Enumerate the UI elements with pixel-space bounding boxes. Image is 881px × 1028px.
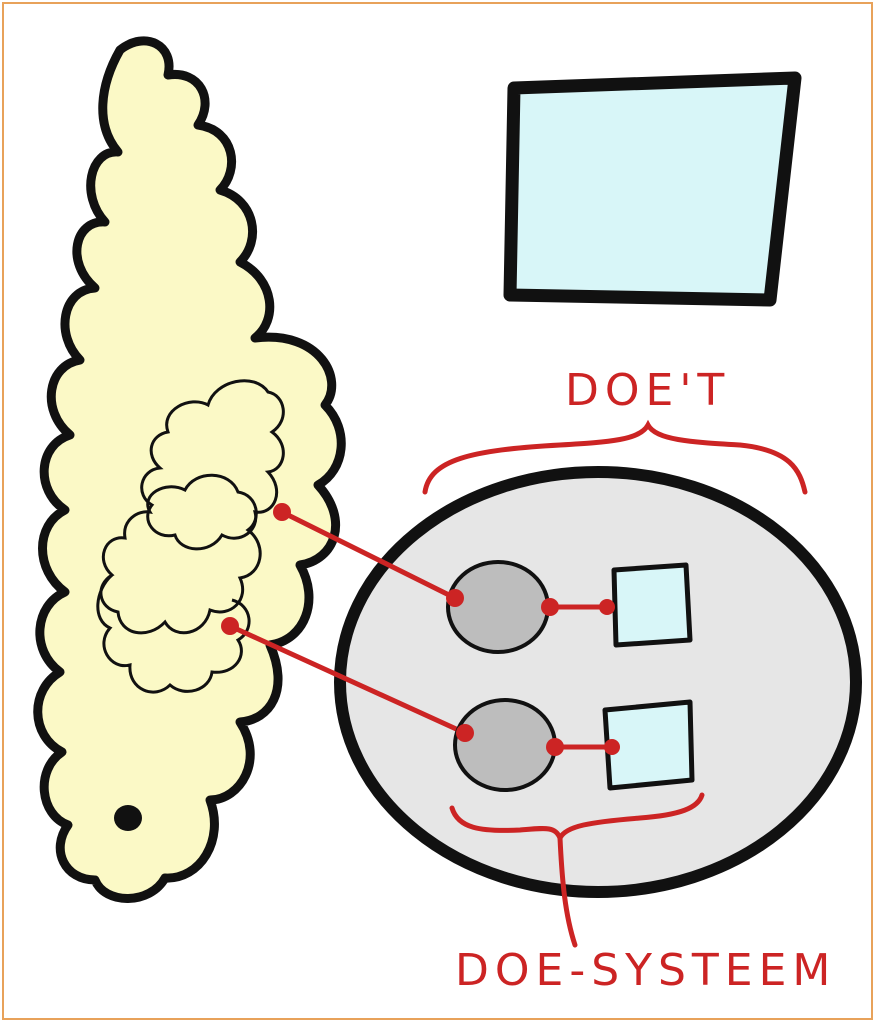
node-lower-screen	[602, 699, 695, 791]
large-cloud-outline	[33, 36, 346, 903]
node-lower	[453, 698, 695, 792]
bottom-brace-stem	[557, 835, 578, 948]
dot-6	[599, 599, 615, 615]
thought-cloud-middle	[99, 473, 262, 635]
top-brace	[422, 419, 808, 495]
top-right-screen	[503, 71, 802, 307]
connection-line-1	[279, 509, 458, 601]
screen-outline	[503, 71, 802, 307]
label-doe-systeem: DOE-SYSTEEM	[455, 945, 836, 996]
top-brace-path	[422, 419, 808, 495]
thought-cloud-lower	[96, 573, 251, 694]
connection-line-2	[227, 623, 468, 736]
dot-7	[546, 738, 564, 756]
bottom-brace	[449, 792, 705, 948]
system-circle	[334, 466, 862, 898]
dot-4	[456, 724, 474, 742]
system-circle-outline	[334, 466, 862, 898]
inner-clouds	[96, 379, 285, 694]
dot-1	[273, 503, 291, 521]
cloud-ink-blot	[114, 805, 142, 831]
dot-8	[604, 739, 620, 755]
node-upper-circle	[446, 560, 550, 654]
node-upper	[446, 560, 693, 654]
dot-2	[446, 589, 464, 607]
dot-3	[221, 617, 239, 635]
node-upper-screen	[611, 562, 693, 648]
connection-dots	[221, 503, 620, 756]
label-doet: DOE'T	[565, 365, 730, 416]
large-cloud	[33, 36, 346, 903]
node-lower-circle	[453, 698, 557, 792]
dot-5	[541, 598, 559, 616]
